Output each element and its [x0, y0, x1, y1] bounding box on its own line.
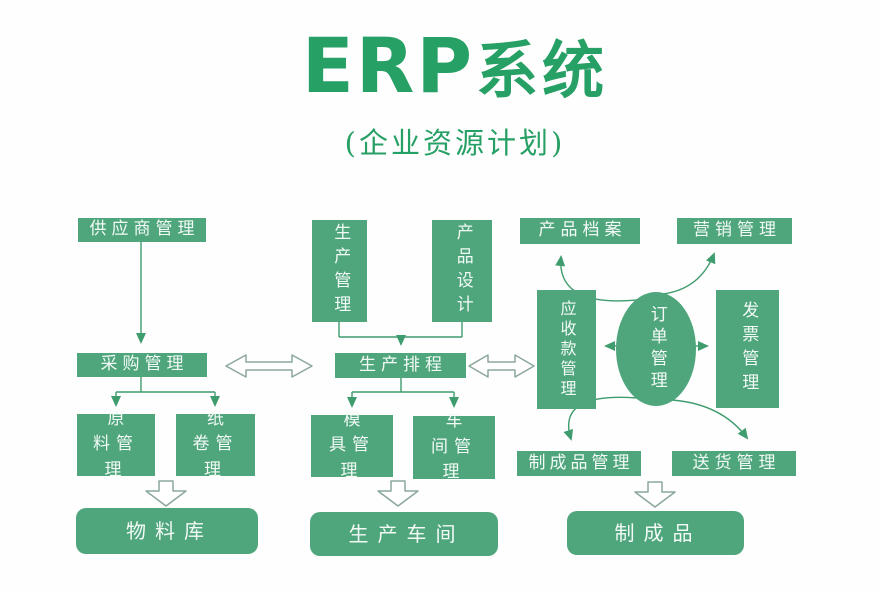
node-label: 模具管理 — [329, 409, 375, 481]
node-marketing-management: 营销管理 — [677, 218, 792, 244]
page-subtitle: (企业资源计划) — [344, 126, 566, 160]
arrow-purchasing-to-materials — [111, 376, 220, 407]
node-delivery-management: 送货管理 — [672, 451, 796, 476]
node-label: 生产管理 — [330, 223, 351, 319]
node-label: 产品档案 — [538, 220, 627, 241]
node-order-management: 订单管理 — [616, 292, 696, 406]
arrow-order-to-delivery — [671, 399, 749, 440]
node-label: 生产排程 — [359, 354, 447, 375]
block-arrow-to-material-warehouse — [145, 480, 187, 507]
node-label: 发票管理 — [738, 301, 759, 397]
node-receivables-management: 应收款管理 — [537, 290, 596, 409]
node-production-schedule: 生产排程 — [335, 353, 466, 378]
node-production-management: 生产管理 — [312, 220, 367, 322]
node-material-warehouse: 物料库 — [76, 508, 258, 554]
arrow-production-to-schedule — [338, 322, 463, 346]
title-cjk: 系统 — [476, 34, 609, 107]
title-latin: ERP — [301, 21, 475, 110]
node-product-design: 产品设计 — [432, 220, 492, 322]
node-invoice-management: 发票管理 — [716, 290, 779, 408]
double-arrow-purchasing-schedule — [225, 354, 313, 378]
node-purchasing-management: 采购管理 — [77, 353, 207, 377]
node-label: 生产车间 — [348, 522, 465, 546]
node-label: 物料库 — [126, 519, 213, 543]
diagram-header: ERP 系统 (企业资源计划) — [0, 28, 878, 162]
arrow-schedule-to-shops — [347, 378, 459, 408]
node-label: 纸卷管理 — [192, 408, 239, 480]
node-production-workshop: 生产车间 — [310, 512, 498, 556]
block-arrow-to-production-workshop — [377, 480, 419, 507]
node-finished-goods: 制成品 — [567, 511, 744, 555]
node-label: 制成品管理 — [528, 452, 634, 473]
node-supplier-management: 供应商管理 — [78, 218, 206, 242]
node-workshop-management: 车间管理 — [413, 411, 495, 482]
node-label: 车间管理 — [431, 411, 477, 483]
double-arrow-schedule-receivables — [468, 354, 535, 378]
node-label: 应收款管理 — [557, 299, 577, 400]
node-label: 营销管理 — [693, 220, 781, 241]
node-label: 制成品 — [614, 521, 702, 545]
node-raw-material-management: 原料管理 — [77, 409, 155, 480]
node-label: 原料管理 — [93, 408, 139, 480]
block-arrow-to-finished-goods — [634, 481, 676, 508]
arrow-order-to-marketing — [662, 252, 716, 295]
node-label: 采购管理 — [100, 354, 189, 375]
node-product-archive: 产品档案 — [520, 218, 640, 244]
node-mold-management: 模具管理 — [311, 410, 393, 481]
node-label: 供应商管理 — [89, 219, 200, 240]
node-label: 送货管理 — [692, 452, 781, 473]
node-finished-goods-management: 制成品管理 — [517, 451, 641, 476]
node-paper-roll-management: 纸卷管理 — [176, 409, 255, 480]
node-label: 产品设计 — [452, 223, 473, 319]
page-title: ERP 系统 — [0, 28, 878, 104]
node-label: 订单管理 — [646, 305, 667, 393]
